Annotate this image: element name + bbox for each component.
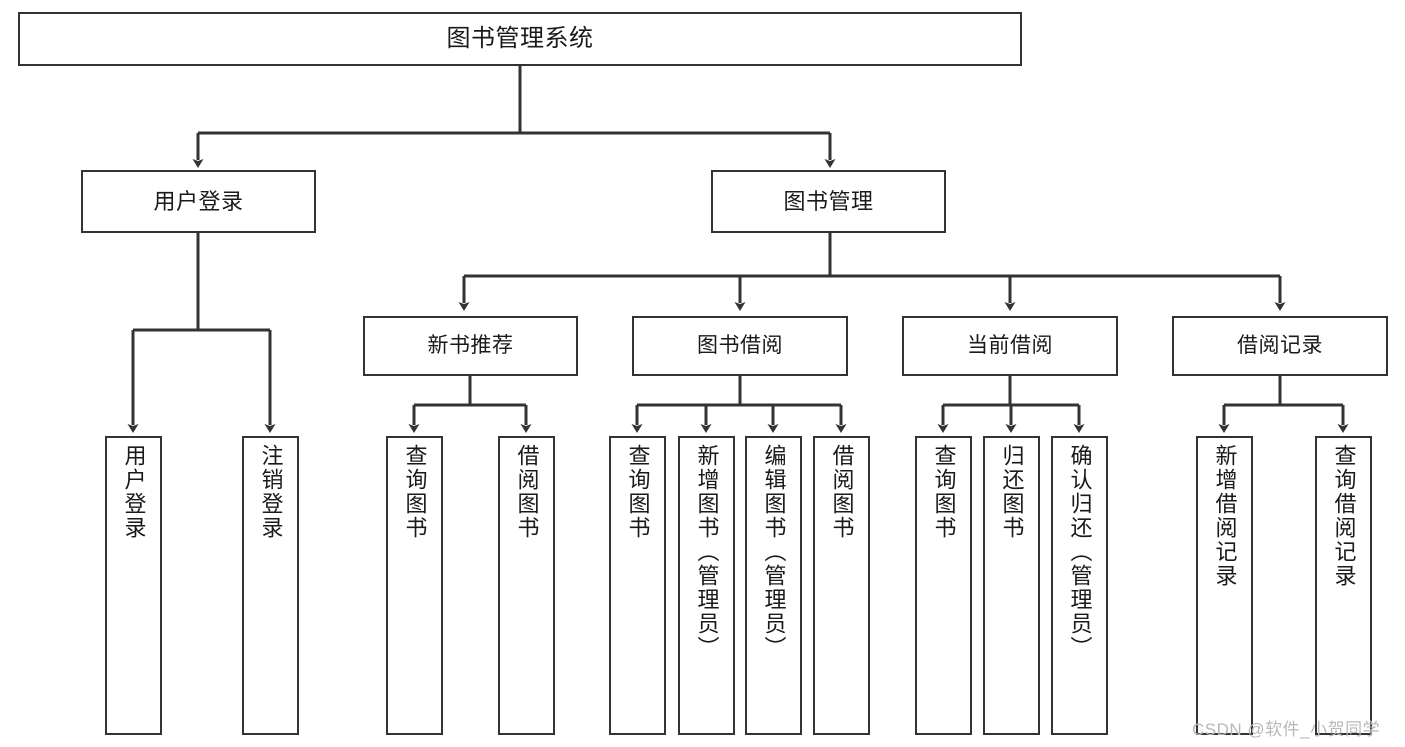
node-label: 用户登录	[121, 444, 147, 540]
leaf-logout[interactable]: 注销登录	[242, 436, 299, 735]
node-label: 确认归还（管理员）	[1067, 444, 1093, 660]
node-label: 编辑图书（管理员）	[761, 444, 787, 660]
node-label: 借阅图书	[514, 444, 540, 540]
node-label: 借阅图书	[829, 444, 855, 540]
leaf-query-borrow-record[interactable]: 查询借阅记录	[1315, 436, 1372, 735]
leaf-user-login[interactable]: 用户登录	[105, 436, 162, 735]
node-label: 查询图书	[625, 444, 651, 540]
node-label: 查询图书	[931, 444, 957, 540]
node-current-borrow[interactable]: 当前借阅	[902, 316, 1118, 376]
leaf-add-book-admin[interactable]: 新增图书（管理员）	[678, 436, 735, 735]
node-label: 用户登录	[153, 188, 244, 214]
leaf-return-book[interactable]: 归还图书	[983, 436, 1040, 735]
node-book-management[interactable]: 图书管理	[711, 170, 946, 233]
leaf-query-book-recommend[interactable]: 查询图书	[386, 436, 443, 735]
node-new-book-recommend[interactable]: 新书推荐	[363, 316, 578, 376]
leaf-add-borrow-record[interactable]: 新增借阅记录	[1196, 436, 1253, 735]
node-label: 图书管理	[783, 188, 874, 214]
node-label: 新增图书（管理员）	[694, 444, 720, 660]
node-user-login[interactable]: 用户登录	[81, 170, 316, 233]
node-label: 新书推荐	[427, 333, 514, 357]
csdn-watermark: CSDN @软件_小贺同学	[1192, 720, 1381, 739]
node-borrow-records[interactable]: 借阅记录	[1172, 316, 1388, 376]
leaf-query-book-current[interactable]: 查询图书	[915, 436, 972, 735]
leaf-query-book-borrow[interactable]: 查询图书	[609, 436, 666, 735]
node-label: 图书借阅	[697, 333, 783, 357]
node-label: 当前借阅	[967, 333, 1053, 357]
node-label: 新增借阅记录	[1212, 444, 1238, 588]
leaf-borrow-book[interactable]: 借阅图书	[813, 436, 870, 735]
node-label: 查询借阅记录	[1331, 444, 1357, 588]
leaf-borrow-book-recommend[interactable]: 借阅图书	[498, 436, 555, 735]
node-label: 注销登录	[258, 444, 284, 540]
leaf-edit-book-admin[interactable]: 编辑图书（管理员）	[745, 436, 802, 735]
node-book-borrow[interactable]: 图书借阅	[632, 316, 848, 376]
node-label: 借阅记录	[1237, 333, 1323, 357]
leaf-confirm-return-admin[interactable]: 确认归还（管理员）	[1051, 436, 1108, 735]
node-label: 图书管理系统	[446, 25, 594, 53]
node-label: 查询图书	[402, 444, 428, 540]
node-root-system[interactable]: 图书管理系统	[18, 12, 1022, 66]
node-label: 归还图书	[999, 444, 1025, 540]
